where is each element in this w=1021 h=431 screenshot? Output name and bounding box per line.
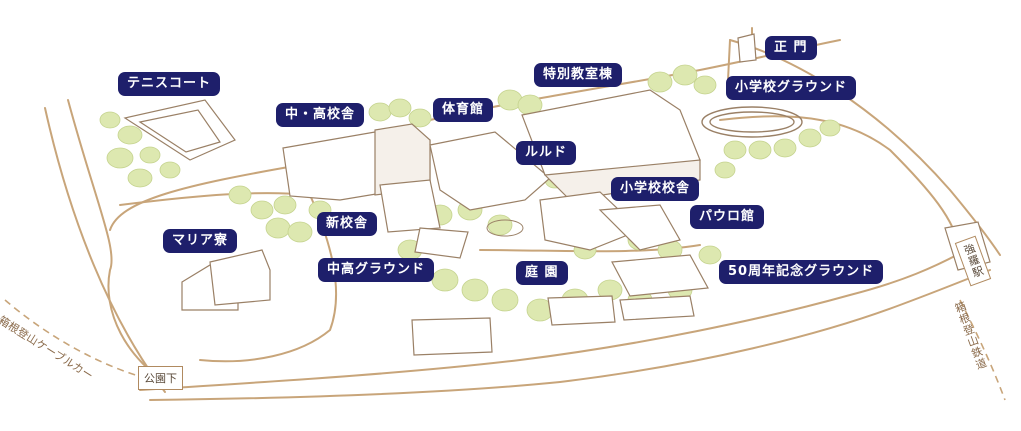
pauro-kan-shape xyxy=(598,204,681,251)
lower-building-left xyxy=(411,317,493,356)
road-left-outer xyxy=(44,107,166,393)
shougakkou-kousha-shape xyxy=(539,191,642,251)
koenshita-station-sign: 公園下 xyxy=(138,366,183,390)
label-tennis-court[interactable]: テニスコート xyxy=(118,72,221,96)
label-teien[interactable]: 庭 園 xyxy=(516,261,568,285)
label-seimon[interactable]: 正 門 xyxy=(765,36,817,60)
label-shougakkou-kousha[interactable]: 小学校校舎 xyxy=(611,177,700,201)
label-anniv-ground[interactable]: 50周年記念グラウンド xyxy=(719,260,884,284)
cable-car-line xyxy=(4,299,146,379)
label-pauro-kan[interactable]: パウロ館 xyxy=(690,205,765,229)
road-main-lower-2 xyxy=(149,269,991,401)
chukou-ground-shape xyxy=(414,227,469,259)
pond xyxy=(486,219,524,237)
road-tennis xyxy=(109,164,301,231)
road-right-outer xyxy=(729,39,1001,256)
label-tokubetsu-kyoshitsu[interactable]: 特別教室棟 xyxy=(534,63,623,87)
maria-ryo-shape xyxy=(209,249,271,306)
trees xyxy=(99,64,841,322)
railways xyxy=(4,299,1006,401)
track xyxy=(701,106,803,138)
lower-building-right xyxy=(619,295,695,321)
label-shin-kousha[interactable]: 新校舎 xyxy=(317,212,378,236)
shin-kousha-shape xyxy=(379,179,441,233)
gate-post xyxy=(737,33,757,63)
road-right-inner xyxy=(719,115,961,251)
road-main-lower xyxy=(139,244,976,391)
label-chukou-kousha[interactable]: 中・高校舎 xyxy=(276,103,365,127)
tennis-court-shape xyxy=(123,99,236,161)
anniv-ground-shape xyxy=(611,254,709,297)
teien-gate-shape xyxy=(547,295,616,326)
taiikukan-shape xyxy=(429,131,551,211)
road-gate-left xyxy=(727,39,731,81)
label-chukou-ground[interactable]: 中高グラウンド xyxy=(318,258,435,282)
label-shougakkou-ground[interactable]: 小学校グラウンド xyxy=(726,76,857,100)
buildings xyxy=(123,33,991,356)
label-maria-ryo[interactable]: マリア寮 xyxy=(163,229,238,253)
road-maria-loop xyxy=(119,192,338,363)
label-taiikukan[interactable]: 体育館 xyxy=(433,98,494,122)
tozan-line xyxy=(959,299,1006,401)
road-left-inner xyxy=(67,99,176,389)
label-rurudo[interactable]: ルルド xyxy=(516,141,577,165)
